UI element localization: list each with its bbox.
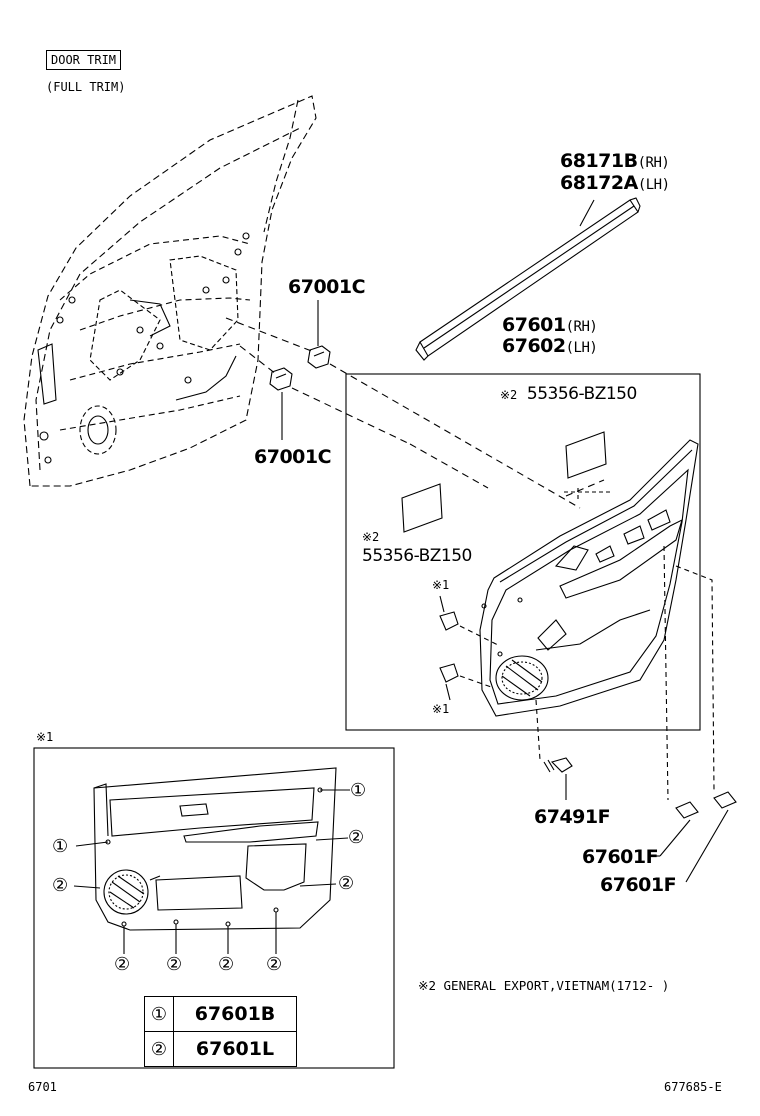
assembly-leaders — [225, 317, 605, 509]
legend-part[interactable]: 67601L — [173, 1031, 297, 1067]
screw-label[interactable]: 67491F — [534, 806, 611, 828]
note-mark-upper: ※1 — [432, 578, 450, 592]
note-mark-lower: ※1 — [432, 702, 450, 716]
footnote: ※2 GENERAL EXPORT,VIETNAM(1712- ) — [418, 978, 670, 993]
trim-board-rh-label[interactable]: 67601(RH) — [502, 314, 598, 336]
weatherstrip-drawing — [415, 197, 641, 361]
pad-drawings — [401, 431, 610, 533]
callout-6: ② — [114, 954, 131, 975]
door-frame-drawing — [23, 95, 317, 487]
weatherstrip-lh-label[interactable]: 68172A(LH) — [560, 172, 670, 194]
legend-row: ② 67601L — [144, 1031, 297, 1067]
footer-left: 6701 — [28, 1080, 57, 1094]
legend-table: ① 67601B ② 67601L — [144, 996, 297, 1067]
weatherstrip-rh-label[interactable]: 68171B(RH) — [560, 150, 670, 172]
pad-lower-mark: ※2 — [362, 530, 380, 544]
callout-3: ① — [52, 836, 69, 857]
clip-b-label[interactable]: 67601F — [600, 874, 677, 896]
clip-drawings — [269, 300, 331, 440]
trim-panel-drawing — [479, 439, 699, 717]
detail-drawing — [73, 767, 350, 954]
callout-1: ① — [350, 780, 367, 801]
callout-9: ② — [266, 954, 283, 975]
screw-drawing — [535, 699, 573, 800]
callout-5: ② — [338, 873, 355, 894]
detail-mark: ※1 — [36, 730, 54, 744]
pad-lower-label[interactable]: 55356-BZ150 — [362, 546, 472, 566]
legend-part[interactable]: 67601B — [173, 996, 297, 1032]
callout-8: ② — [218, 954, 235, 975]
callout-4: ② — [52, 875, 69, 896]
header-subtitle: (FULL TRIM) — [46, 80, 126, 94]
detail-box — [33, 747, 395, 1069]
legend-row: ① 67601B — [144, 996, 297, 1032]
trim-panel-box — [345, 373, 701, 731]
legend-num: ② — [144, 1031, 174, 1067]
footer-right: 677685-E — [664, 1080, 722, 1094]
legend-num: ① — [144, 996, 174, 1032]
pad-upper-label[interactable]: ※2 55356-BZ150 — [500, 384, 637, 404]
trim-board-lh-label[interactable]: 67602(LH) — [502, 335, 598, 357]
clip-f-drawings — [650, 545, 737, 883]
header-title: DOOR TRIM — [46, 50, 122, 70]
callout-2: ② — [348, 827, 365, 848]
clip-upper-label[interactable]: 67001C — [288, 276, 366, 298]
callout-7: ② — [166, 954, 183, 975]
clip-a-label[interactable]: 67601F — [582, 846, 659, 868]
fastener-drawings — [439, 595, 501, 701]
clip-lower-label[interactable]: 67001C — [254, 446, 332, 468]
